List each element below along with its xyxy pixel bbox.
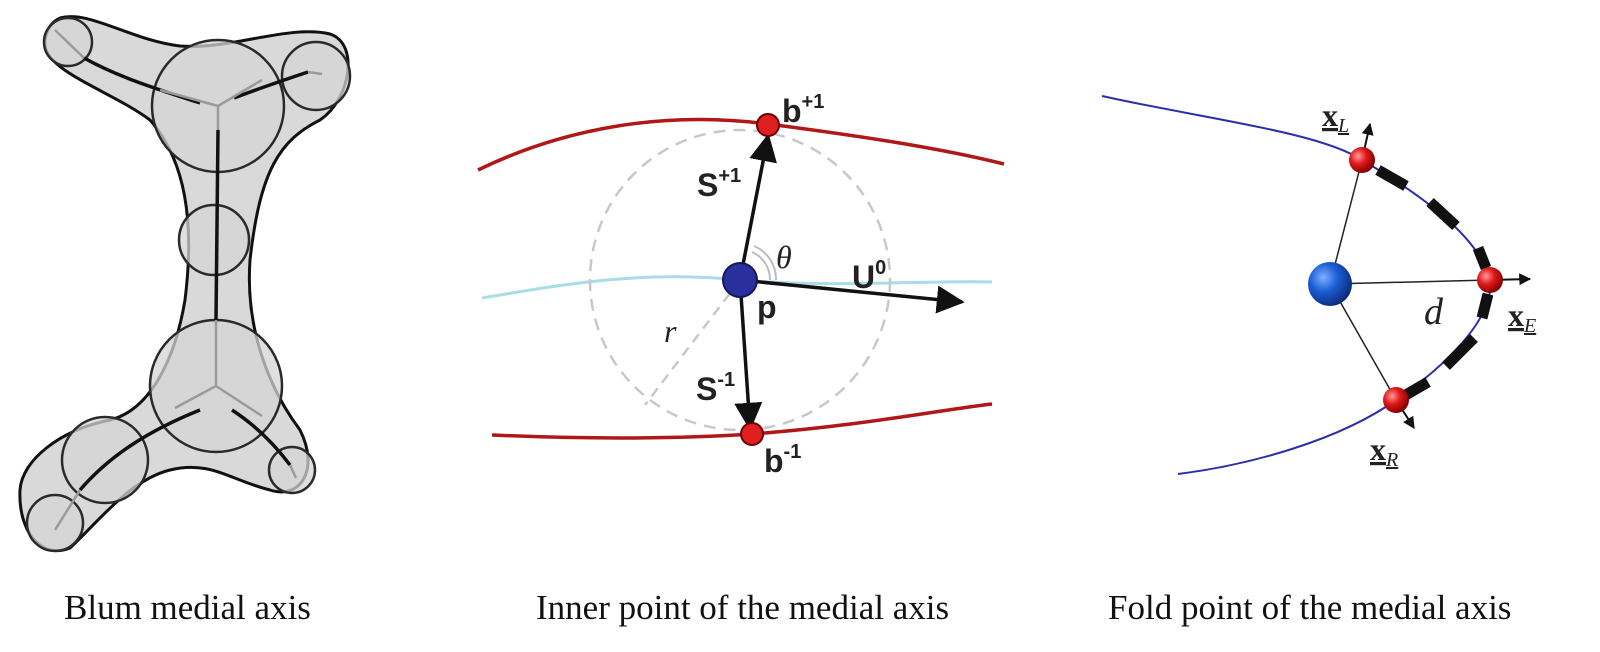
label-r: r [664, 313, 677, 349]
u0-arrow [739, 278, 965, 314]
upper-boundary [477, 117, 1005, 172]
label-xE: xE [1508, 297, 1536, 337]
spoke-to-xR [1329, 283, 1397, 401]
spoke-to-xE [1329, 279, 1491, 285]
fold-center-point [1308, 262, 1352, 306]
label-u0: U0 [852, 257, 886, 295]
fold-boundary-curve [1101, 95, 1492, 475]
inner-panel: b+1 S+1 θ U0 p r S-1 b-1 [477, 91, 1005, 479]
radius-line [644, 279, 741, 406]
caption-blum: Blum medial axis [64, 588, 311, 627]
label-d: d [1424, 291, 1444, 333]
xR-point [1383, 387, 1409, 413]
medial-axis-inner-lines [53, 29, 323, 531]
label-p: p [757, 289, 777, 325]
spoke-up-arrow [738, 133, 777, 281]
label-xL: xL [1322, 97, 1349, 137]
theta-arc [751, 251, 772, 281]
fold-dashes [1375, 165, 1494, 401]
inscribed-circle [588, 128, 892, 432]
xE-point [1477, 267, 1503, 293]
label-b-plus: b+1 [782, 91, 824, 129]
theta-arc-2 [753, 245, 778, 281]
medial-axis-skeleton [78, 56, 309, 492]
xL-point [1349, 147, 1375, 173]
caption-inner: Inner point of the medial axis [536, 588, 950, 627]
spoke-down-arrow [734, 279, 763, 431]
label-xR: xR [1370, 431, 1398, 471]
blum-panel [18, 15, 352, 553]
caption-fold: Fold point of the medial axis [1108, 588, 1512, 627]
fold-panel: xL xE xR d [1101, 95, 1536, 475]
b-plus-point [756, 113, 780, 137]
label-theta: θ [776, 239, 792, 275]
b-minus-point [740, 422, 764, 446]
label-b-minus: b-1 [764, 441, 801, 479]
label-s-plus: S+1 [697, 165, 741, 203]
label-s-minus: S-1 [696, 369, 735, 407]
p-center-point [722, 262, 758, 298]
